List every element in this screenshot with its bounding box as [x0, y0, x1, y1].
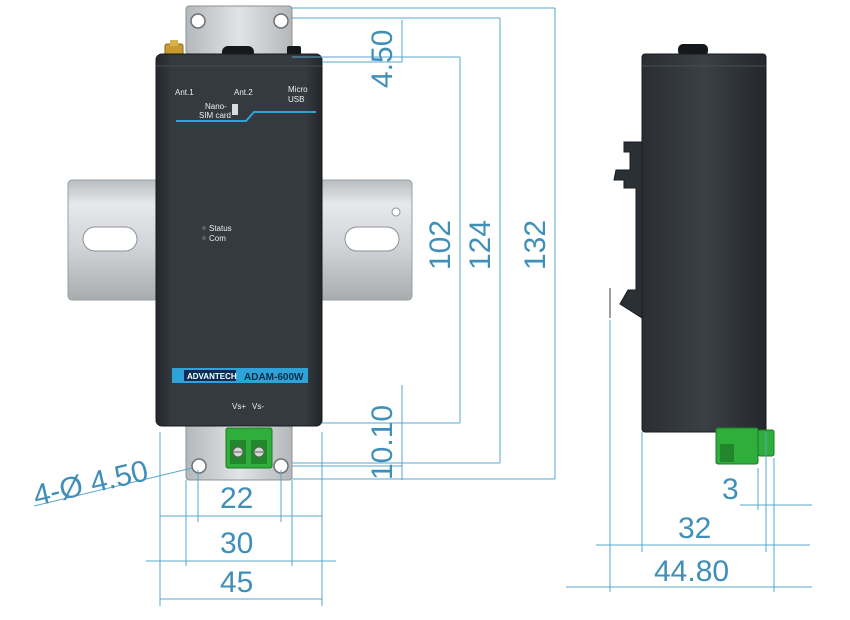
usb-label: USB	[288, 95, 304, 104]
dim-4-50: 4.50	[366, 30, 399, 88]
ant2-label: Ant.2	[234, 88, 253, 97]
rail-hole	[391, 207, 401, 217]
dimension-lines	[33, 7, 812, 606]
sim-label-line2: SIM card	[199, 111, 231, 120]
status-label: Status	[209, 224, 232, 233]
dim-10-10: 10.10	[366, 405, 399, 480]
dim-45: 45	[220, 566, 253, 599]
antenna-1-pin	[170, 40, 178, 46]
device-body	[155, 53, 323, 427]
side-terminal-detail	[720, 444, 734, 462]
dim-22: 22	[220, 482, 253, 515]
status-led	[202, 226, 206, 230]
dim-3: 3	[722, 473, 739, 506]
rail-slot-right	[344, 226, 400, 252]
ant1-label: Ant.1	[175, 88, 194, 97]
bracket-hole-top-right	[273, 13, 289, 29]
com-led	[202, 236, 206, 240]
dim-124: 124	[464, 220, 497, 270]
model-label: ADAM-600W	[244, 372, 304, 383]
dim-102: 102	[424, 220, 457, 270]
bracket-hole-top-left	[190, 13, 206, 29]
sim-slot	[232, 104, 238, 115]
bracket-hole-bottom-left	[191, 458, 207, 474]
brand-label: ADVANTECH	[187, 372, 237, 381]
hole-callout-leader	[33, 467, 193, 507]
side-view	[609, 44, 775, 465]
dim-44-80: 44.80	[654, 555, 729, 588]
dimension-labels: 4.50 102 124 132 10.10 4-Ø 4.50 22 30 45…	[30, 30, 739, 599]
vs-minus-label: Vs-	[252, 402, 264, 411]
din-clip	[613, 141, 643, 319]
sim-label-line1: Nano-	[205, 102, 227, 111]
vs-plus-label: Vs+	[232, 402, 246, 411]
dim-32: 32	[678, 512, 711, 545]
dim-30: 30	[220, 527, 253, 560]
brand-badge	[184, 370, 236, 381]
front-view: Ant.1 Ant.2 Micro USB Nano- SIM card Sta…	[67, 5, 413, 481]
rail-slot-left	[82, 226, 138, 252]
com-label: Com	[209, 234, 226, 243]
side-body	[641, 53, 767, 433]
accent-line	[176, 111, 316, 122]
dim-hole-callout: 4-Ø 4.50	[30, 454, 151, 512]
dim-132: 132	[519, 220, 552, 270]
micro-label: Micro	[288, 85, 308, 94]
side-top-connector	[678, 44, 708, 56]
